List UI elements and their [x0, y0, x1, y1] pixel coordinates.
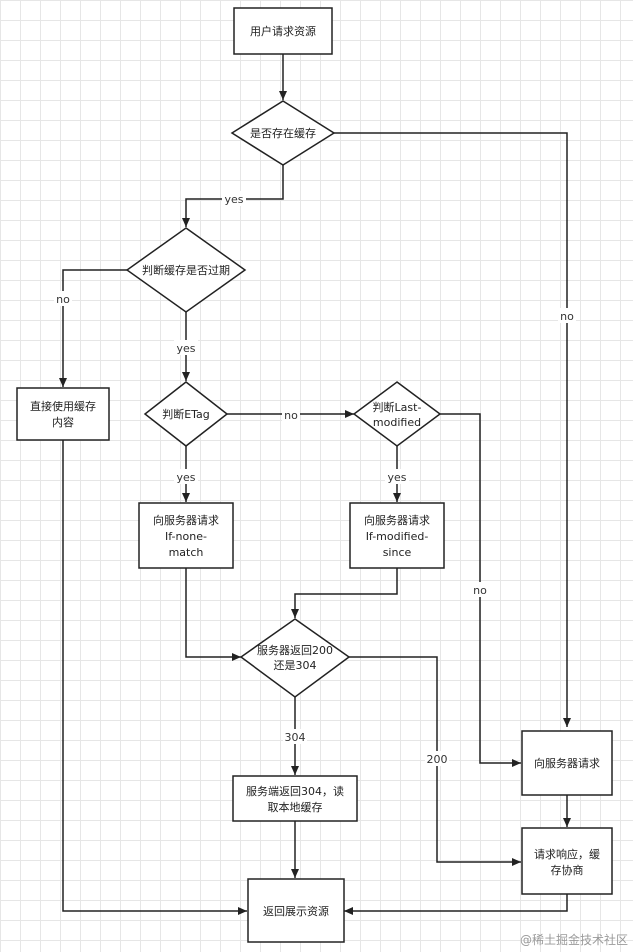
node-use-cache-line2: 内容 — [52, 415, 74, 429]
edge-label-lastmod-no-text: no — [473, 584, 487, 597]
edge-usecache-to-return — [62, 440, 247, 915]
node-request-if-none-match-line3: match — [169, 546, 204, 559]
node-check-last-modified-line2: modified — [373, 416, 421, 429]
node-response-cache-line1: 请求响应，缓 — [534, 847, 600, 861]
node-request-if-none-match: 向服务器请求 If-none- match — [138, 502, 234, 569]
edge-inm-to-status — [185, 568, 241, 661]
edge-label-cache-no-text: no — [560, 310, 574, 323]
edge-label-etag-no-text: no — [284, 409, 298, 422]
node-request-if-none-match-line2: If-none- — [165, 530, 207, 543]
edge-labels: yes no no yes no yes yes no — [54, 191, 576, 766]
node-has-cache: 是否存在缓存 — [230, 100, 336, 166]
edge-label-status-304: 304 — [283, 729, 307, 744]
edge-expired-no — [59, 269, 127, 387]
edge-ims-to-status — [291, 568, 398, 618]
edge-label-cache-yes: yes — [222, 191, 246, 206]
node-server-304-line1: 服务端返回304，读 — [246, 784, 344, 798]
node-check-etag: 判断ETag — [143, 381, 229, 447]
edge-label-lastmod-no: no — [471, 582, 489, 597]
node-request-if-modified-since-line2: If-modified- — [366, 530, 429, 543]
edge-label-cache-yes-text: yes — [224, 193, 243, 206]
edge-label-expired-no-text: no — [56, 293, 70, 306]
watermark-text: @稀土掘金技术社区 — [520, 932, 628, 947]
node-server-returns: 服务器返回200 还是304 — [239, 618, 351, 698]
edge-response-to-return — [344, 894, 568, 915]
node-return-show: 返回展示资源 — [247, 878, 345, 943]
node-cache-expired: 判断缓存是否过期 — [125, 227, 247, 313]
edge-label-cache-no: no — [558, 308, 576, 323]
node-request-if-modified-since-line3: since — [383, 546, 412, 559]
edge-label-status-200-text: 200 — [427, 753, 448, 766]
node-request-if-modified-since-line1: 向服务器请求 — [364, 513, 430, 527]
node-use-cache-line1: 直接使用缓存 — [30, 399, 96, 413]
node-server-returns-line1: 服务器返回200 — [257, 644, 333, 657]
edge-label-expired-no: no — [54, 291, 72, 306]
edge-label-expired-yes: yes — [174, 340, 198, 355]
node-request-server-label: 向服务器请求 — [534, 756, 600, 770]
node-return-show-label: 返回展示资源 — [263, 904, 329, 918]
node-request-if-none-match-line1: 向服务器请求 — [153, 513, 219, 527]
node-user-request-label: 用户请求资源 — [250, 24, 316, 38]
edge-label-status-304-text: 304 — [285, 731, 306, 744]
node-request-if-modified-since: 向服务器请求 If-modified- since — [349, 502, 445, 569]
node-cache-expired-label: 判断缓存是否过期 — [142, 263, 230, 277]
node-server-304-line2: 取本地缓存 — [268, 800, 323, 814]
edge-label-lastmod-yes-text: yes — [387, 471, 406, 484]
node-user-request: 用户请求资源 — [233, 7, 333, 55]
edge-label-etag-yes: yes — [174, 469, 198, 484]
edge-label-etag-no: no — [282, 407, 300, 422]
node-check-last-modified: 判断Last- modified — [352, 381, 442, 447]
node-check-etag-label: 判断ETag — [162, 407, 210, 421]
node-server-304: 服务端返回304，读 取本地缓存 — [232, 775, 358, 822]
node-response-cache: 请求响应，缓 存协商 — [521, 827, 613, 895]
edge-label-lastmod-yes: yes — [385, 469, 409, 484]
edge-cache-no — [334, 132, 571, 727]
edge-label-expired-yes-text: yes — [176, 342, 195, 355]
edge-label-status-200: 200 — [425, 751, 449, 766]
node-has-cache-label: 是否存在缓存 — [250, 126, 316, 140]
node-request-server: 向服务器请求 — [521, 730, 613, 796]
node-check-last-modified-line1: 判断Last- — [373, 400, 422, 414]
node-response-cache-line2: 存协商 — [551, 863, 584, 877]
node-use-cache: 直接使用缓存 内容 — [16, 387, 110, 441]
node-server-returns-line2: 还是304 — [274, 659, 317, 672]
edge-label-etag-yes-text: yes — [176, 471, 195, 484]
